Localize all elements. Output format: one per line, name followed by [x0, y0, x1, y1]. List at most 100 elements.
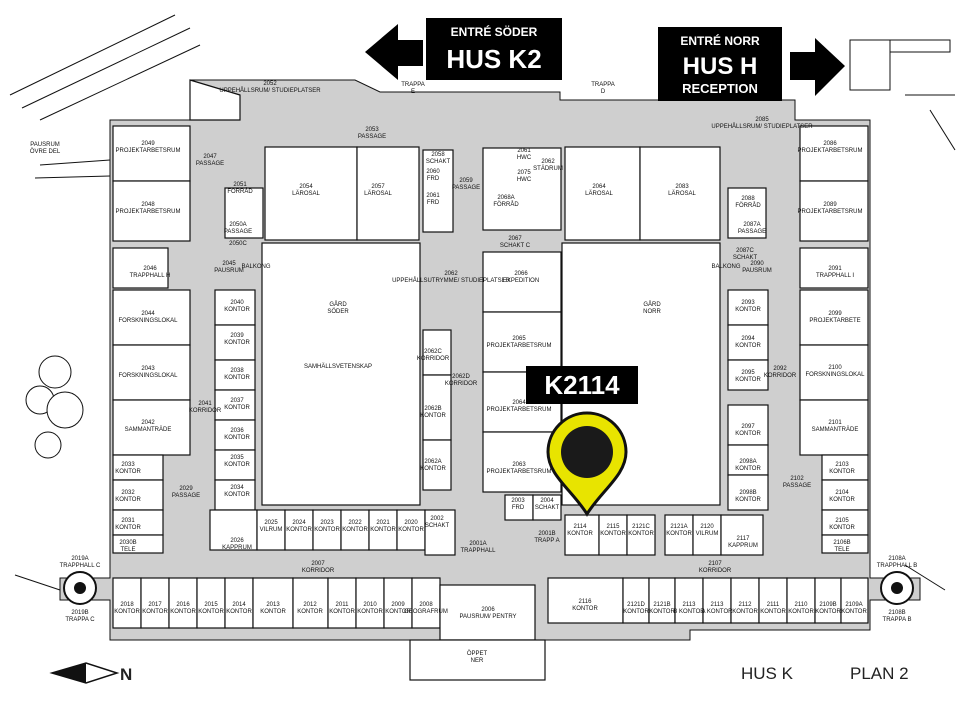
- tree-icon: [25, 355, 84, 459]
- north-sign-line3: RECEPTION: [682, 81, 758, 96]
- north-arrow-icon: [49, 662, 120, 684]
- stair-b-icon: [880, 571, 914, 605]
- arrow-right-icon: [790, 38, 845, 96]
- map-pin-icon: [546, 411, 628, 517]
- south-sign-line1: ENTRÉ SÖDER: [451, 24, 538, 39]
- north-sign-line2: HUS H: [683, 53, 758, 80]
- room-label: BALKONG: [711, 264, 740, 270]
- north-door: [849, 39, 951, 91]
- north-sign-line1: ENTRÉ NORR: [680, 33, 760, 48]
- target-room-text: K2114: [544, 370, 620, 400]
- north-entrance-sign: ENTRÉ NORR HUS H RECEPTION: [658, 27, 782, 101]
- left-rooms: [112, 289, 256, 554]
- top-rooms: [112, 125, 869, 242]
- bottom-rooms: [112, 577, 869, 681]
- south-entrance-sign: ENTRÉ SÖDER HUS K2: [426, 18, 562, 80]
- courtyard-south: [261, 242, 421, 506]
- building-label: HUS K: [741, 664, 794, 683]
- target-room-label: K2114: [526, 366, 638, 404]
- arrow-left-icon: [365, 24, 423, 80]
- room-label: 2050C: [229, 241, 247, 247]
- middle-rooms: [422, 251, 562, 493]
- room-label: SAMHÄLLSVETENSKAP: [304, 363, 372, 370]
